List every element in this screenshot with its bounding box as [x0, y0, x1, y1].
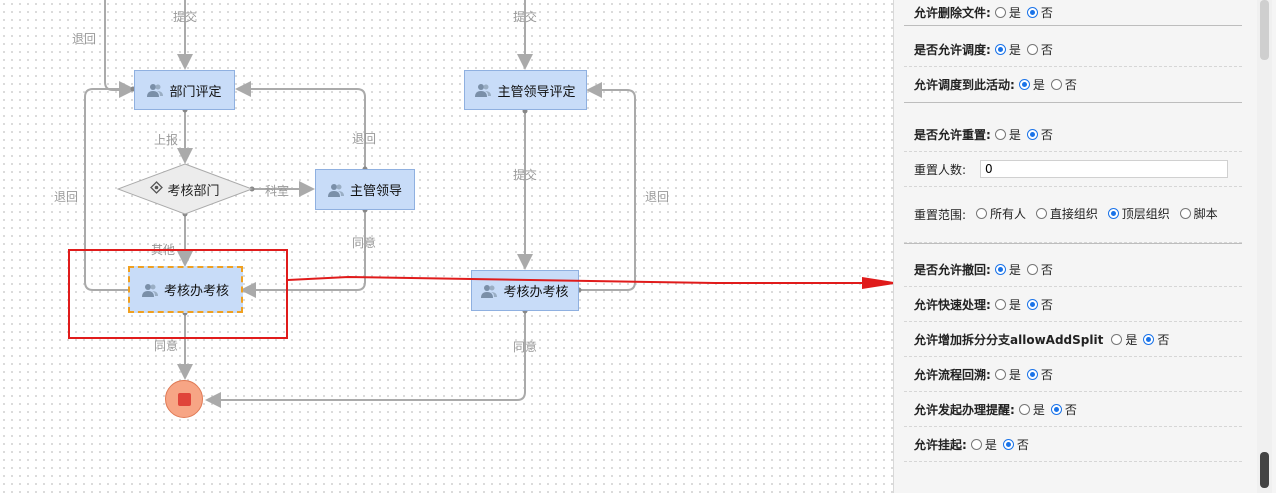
- field-label: 允许挂起:: [914, 437, 967, 452]
- field-label: 是否允许调度:: [914, 42, 991, 57]
- node-supervisor[interactable]: 主管领导: [315, 169, 415, 210]
- field-label: 允许发起办理提醒:: [914, 402, 1015, 417]
- radio-yes[interactable]: 是: [1018, 401, 1045, 418]
- row-allow-add-split: 允许增加拆分分支allowAddSplit 是 否: [904, 322, 1242, 357]
- panel-scrollbar[interactable]: [1257, 0, 1272, 493]
- radio-yes[interactable]: 是: [1111, 331, 1137, 348]
- row-allow-reset: 是否允许重置: 是 否: [904, 117, 1242, 152]
- radio-no[interactable]: 否: [1026, 126, 1053, 143]
- field-label: 允许删除文件:: [914, 6, 991, 20]
- edge-agree-right: [205, 311, 526, 408]
- users-icon: [327, 183, 344, 197]
- row-reset-scope: 重置范围: 所有人 直接组织 顶层组织 脚本: [904, 187, 1242, 243]
- node-dept-eval[interactable]: 部门评定: [134, 70, 235, 110]
- field-label: 允许增加拆分分支allowAddSplit: [914, 332, 1104, 347]
- node-label: 主管领导评定: [497, 84, 576, 100]
- edge-label-return: 退回: [645, 190, 670, 204]
- radio-no[interactable]: 否: [1026, 41, 1053, 58]
- radio-no[interactable]: 否: [1026, 4, 1053, 21]
- radio-yes[interactable]: 是: [994, 126, 1021, 143]
- scrollbar-track-marker: [1260, 0, 1269, 60]
- radio-yes[interactable]: 是: [994, 4, 1021, 21]
- edge-label-report: 上报: [154, 133, 179, 147]
- edge-return-supervisor: [235, 81, 366, 169]
- edge-label-submit: 提交: [513, 168, 538, 182]
- row-allow-backtrack: 允许流程回溯: 是 否: [904, 357, 1242, 392]
- group-divider: [904, 243, 1242, 252]
- properties-panel: 允许删除文件: 是 否 是否允许调度: 是 否 允许调度到此活动: 是 否 是否…: [893, 0, 1276, 493]
- radio-no[interactable]: 否: [1026, 261, 1053, 278]
- field-label: 重置范围:: [914, 208, 967, 222]
- edge-agree-supervisor: [240, 210, 366, 298]
- node-assess-office[interactable]: 考核办考核: [471, 270, 579, 311]
- field-label: 重置人数:: [914, 162, 967, 177]
- radio-scope-direct-org[interactable]: 直接组织: [1035, 202, 1098, 226]
- flow-edges: [84, 0, 636, 408]
- row-reset-count: 重置人数:: [904, 152, 1242, 187]
- row-allow-dispatch: 是否允许调度: 是 否: [904, 32, 1242, 67]
- radio-yes[interactable]: 是: [994, 366, 1021, 383]
- diamond-shape: [117, 163, 253, 215]
- node-label: 主管领导: [349, 184, 402, 199]
- flow-canvas[interactable]: 提交 提交 退回 上报 退回 科室 退回 其他 同意 同意 提交 退回 同意 部…: [0, 0, 893, 493]
- edge-label-agree: 同意: [154, 339, 179, 353]
- field-label: 是否允许重置:: [914, 127, 991, 142]
- users-icon: [141, 283, 158, 297]
- edge-label-agree: 同意: [352, 236, 377, 250]
- users-icon: [475, 83, 492, 97]
- row-allow-dispatch-here: 允许调度到此活动: 是 否: [904, 67, 1242, 102]
- edge-label-return: 退回: [72, 32, 97, 46]
- radio-scope-all[interactable]: 所有人: [976, 202, 1026, 226]
- edge-return-right: [579, 82, 636, 291]
- radio-scope-top-org[interactable]: 顶层组织: [1107, 202, 1170, 226]
- reset-count-input[interactable]: [980, 160, 1229, 178]
- radio-no[interactable]: 否: [1143, 331, 1169, 348]
- edge-label-agree: 同意: [513, 340, 538, 354]
- row-allow-delete-file: 允许删除文件: 是 否: [904, 0, 1242, 26]
- edge-return-left: [84, 81, 135, 291]
- field-label: 是否允许撤回:: [914, 262, 991, 277]
- node-label: 考核办考核: [163, 284, 229, 299]
- node-label: 考核部门: [167, 183, 220, 199]
- edge-label-return: 退回: [54, 190, 79, 204]
- node-check-dept-gateway[interactable]: 考核部门: [117, 163, 253, 215]
- edge-label-submit: 提交: [173, 10, 198, 24]
- users-icon: [147, 83, 164, 97]
- group-divider: [904, 102, 1242, 117]
- radio-no[interactable]: 否: [1026, 296, 1053, 313]
- field-label: 允许调度到此活动:: [914, 78, 1015, 92]
- radio-yes[interactable]: 是: [970, 436, 997, 453]
- field-label: 允许快速处理:: [914, 297, 991, 312]
- radio-no[interactable]: 否: [1050, 76, 1077, 93]
- end-stop-icon[interactable]: [165, 380, 203, 418]
- annotation-highlight-box: [68, 249, 288, 339]
- radio-yes[interactable]: 是: [994, 296, 1021, 313]
- node-label: 部门评定: [169, 84, 222, 100]
- annotation-arrow: [287, 275, 900, 289]
- gateway-icon: [150, 180, 164, 198]
- edge-label-return: 退回: [352, 132, 377, 146]
- radio-yes[interactable]: 是: [994, 41, 1021, 58]
- radio-scope-script[interactable]: 脚本: [1179, 202, 1218, 226]
- radio-no[interactable]: 否: [1026, 366, 1053, 383]
- field-label: 允许流程回溯:: [914, 367, 991, 382]
- node-supervisor-eval[interactable]: 主管领导评定: [464, 70, 587, 110]
- row-allow-quick: 允许快速处理: 是 否: [904, 287, 1242, 322]
- radio-yes[interactable]: 是: [994, 261, 1021, 278]
- scrollbar-thumb[interactable]: [1260, 452, 1269, 488]
- radio-yes[interactable]: 是: [1018, 76, 1045, 93]
- edge-label-submit: 提交: [513, 10, 538, 24]
- radio-no[interactable]: 否: [1050, 401, 1077, 418]
- row-allow-withdraw: 是否允许撤回: 是 否: [904, 252, 1242, 287]
- radio-no[interactable]: 否: [1002, 436, 1029, 453]
- row-allow-remind: 允许发起办理提醒: 是 否: [904, 392, 1242, 427]
- node-label: 考核办考核: [503, 285, 569, 300]
- row-allow-suspend: 允许挂起: 是 否: [904, 427, 1242, 462]
- users-icon: [481, 284, 498, 298]
- edge-label-section: 科室: [265, 184, 290, 198]
- node-assess-office-selected[interactable]: 考核办考核: [128, 266, 243, 313]
